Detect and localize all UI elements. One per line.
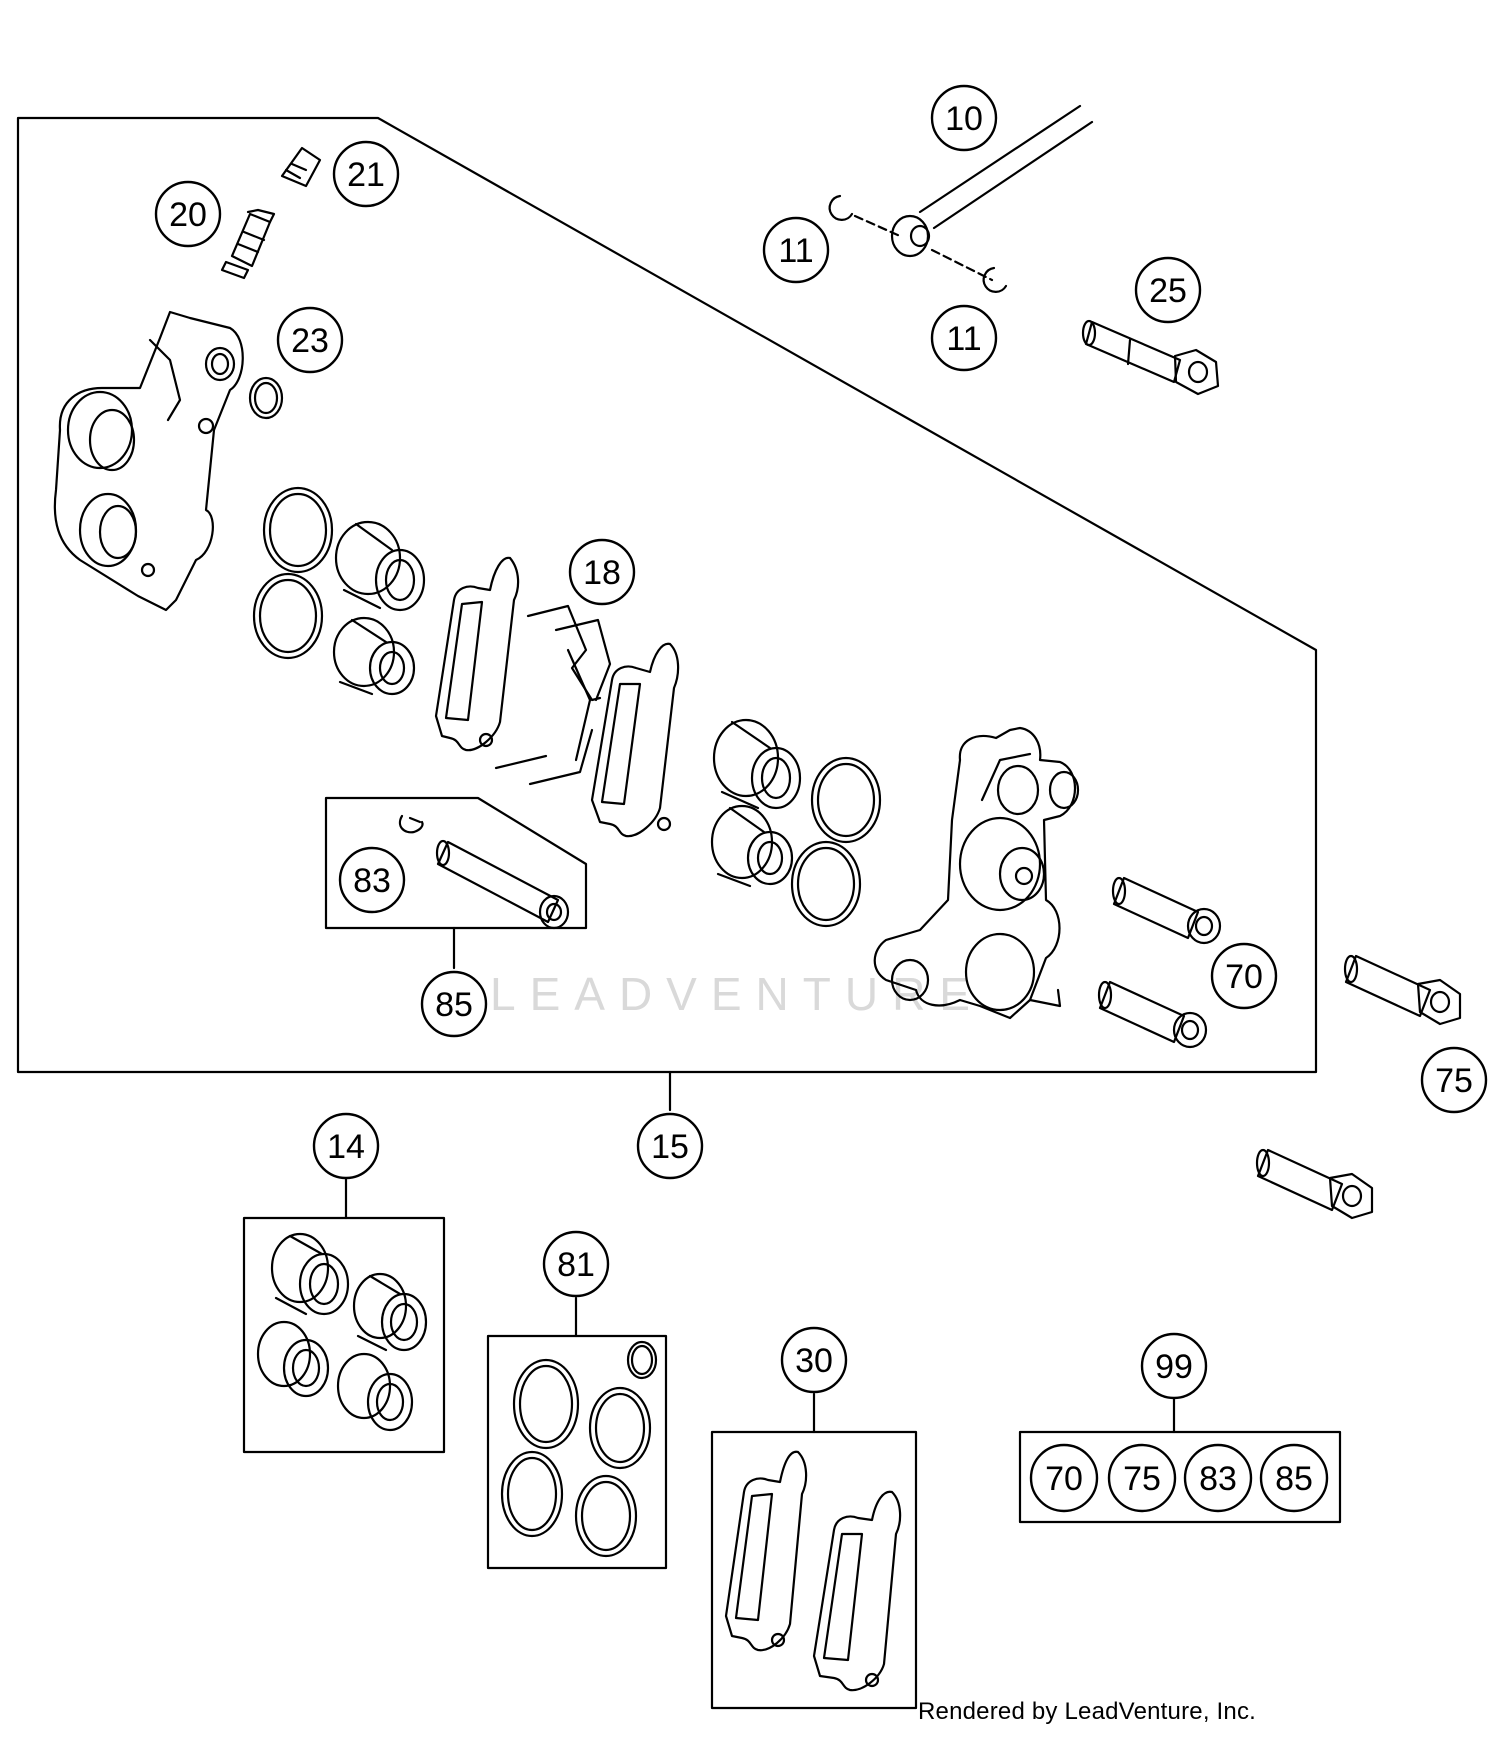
brake-pad	[590, 642, 680, 838]
svg-text:81: 81	[557, 1246, 595, 1284]
callout-20: 20	[154, 180, 222, 248]
render-credit: Rendered by LeadVenture, Inc.	[918, 1698, 1257, 1725]
seal-rings-right	[790, 756, 882, 928]
svg-text:99: 99	[1155, 1348, 1193, 1386]
callout-30: 30	[780, 1326, 848, 1394]
callout-75: 75	[1107, 1443, 1177, 1513]
callout-83: 83	[338, 846, 406, 914]
svg-text:83: 83	[353, 862, 391, 900]
svg-text:14: 14	[327, 1128, 365, 1166]
svg-text:70: 70	[1225, 958, 1263, 996]
callout-85: 85	[1259, 1443, 1329, 1513]
callout-75: 75	[1420, 1046, 1488, 1114]
bleeder-valve	[220, 208, 276, 280]
pistons-right	[710, 718, 802, 888]
callout-10: 10	[930, 84, 998, 152]
seal-rings-left	[252, 486, 334, 660]
callout-70: 70	[1210, 942, 1278, 1010]
svg-text:75: 75	[1435, 1062, 1473, 1100]
brake-hose	[828, 104, 1094, 293]
callout-81: 81	[542, 1230, 610, 1298]
watermark-text: LEADVENTURE	[490, 968, 984, 1020]
svg-text:21: 21	[347, 156, 385, 194]
pistons-left	[332, 520, 426, 696]
callout-99: 99	[1140, 1332, 1208, 1400]
callouts: 10 11 11 14 15 18 20 21 23 25 30 70 75 8…	[154, 84, 1488, 1513]
bolt-kit-box	[1018, 1430, 1342, 1524]
callout-11: 11	[930, 304, 998, 372]
assembly-outline	[16, 116, 1318, 1074]
callout-14: 14	[312, 1112, 380, 1180]
caliper-bolt	[1111, 876, 1222, 945]
callout-83: 83	[1183, 1443, 1253, 1513]
guide-pin	[435, 839, 570, 930]
svg-text:75: 75	[1123, 1460, 1161, 1498]
callout-85: 85	[420, 970, 488, 1038]
callout-70: 70	[1029, 1443, 1099, 1513]
svg-text:25: 25	[1149, 272, 1187, 310]
seal-kit	[500, 1340, 658, 1558]
caliper-half-right	[873, 726, 1080, 1020]
pin-kit-outline	[324, 796, 588, 930]
callout-15: 15	[636, 1112, 704, 1180]
caliper-bolt	[1097, 980, 1208, 1049]
bleeder-cap	[280, 146, 322, 188]
callout-23: 23	[276, 306, 344, 374]
piston-kit	[256, 1232, 428, 1432]
mounting-bolt	[1255, 1148, 1374, 1220]
svg-text:85: 85	[1275, 1460, 1313, 1498]
svg-text:15: 15	[651, 1128, 689, 1166]
callout-21: 21	[332, 140, 400, 208]
retaining-clip	[398, 814, 424, 834]
svg-text:20: 20	[169, 196, 207, 234]
svg-text:10: 10	[945, 100, 983, 138]
svg-text:83: 83	[1199, 1460, 1237, 1498]
anti-rattle-spring	[494, 604, 612, 786]
svg-text:70: 70	[1045, 1460, 1083, 1498]
callout-18: 18	[568, 538, 636, 606]
mounting-bolt	[1343, 954, 1462, 1026]
o-ring	[248, 376, 284, 420]
svg-text:23: 23	[291, 322, 329, 360]
callout-11: 11	[762, 216, 830, 284]
caliper-half-left	[53, 310, 244, 612]
svg-text:30: 30	[795, 1342, 833, 1380]
pad-kit	[724, 1450, 902, 1692]
brake-pad	[434, 556, 520, 752]
svg-text:11: 11	[778, 232, 813, 270]
callout-25: 25	[1134, 256, 1202, 324]
piston-kit-box	[242, 1216, 446, 1454]
svg-text:85: 85	[435, 986, 473, 1024]
seal-kit-box	[486, 1334, 668, 1570]
svg-text:11: 11	[946, 320, 981, 358]
banjo-bolt	[1081, 319, 1220, 396]
svg-text:18: 18	[583, 554, 621, 592]
